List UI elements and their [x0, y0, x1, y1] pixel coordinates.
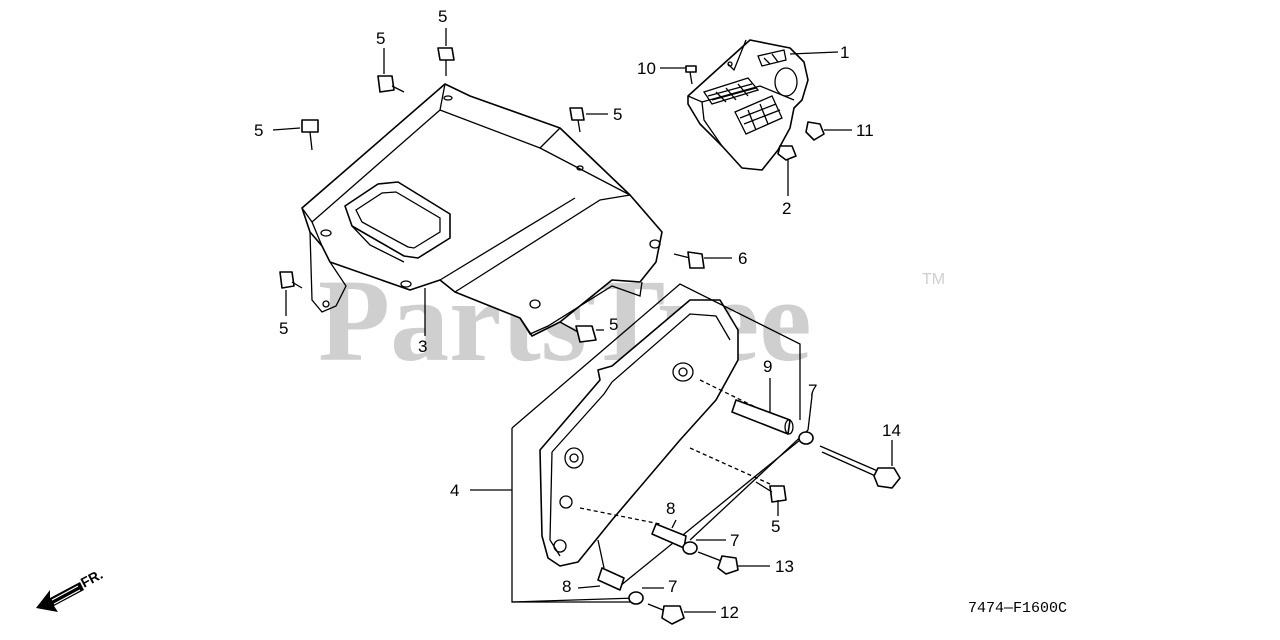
callout-5-left[interactable]: 5	[254, 121, 263, 140]
callout-1[interactable]: 1	[840, 43, 849, 62]
callout-9[interactable]: 9	[763, 357, 772, 376]
callout-12[interactable]: 12	[720, 603, 739, 622]
callout-11[interactable]: 11	[856, 121, 874, 140]
hardware	[279, 47, 901, 625]
reference-lines	[511, 283, 809, 603]
callout-14[interactable]: 14	[882, 421, 901, 440]
callout-8-bottom[interactable]: 8	[562, 577, 571, 596]
diagram-code: 7474—F1600C	[968, 600, 1067, 617]
callout-7-top[interactable]: 7	[808, 381, 817, 400]
callout-10[interactable]: 10	[637, 59, 656, 78]
callout-2[interactable]: 2	[782, 199, 791, 218]
callouts: 5 5 5 5 5 5 5 3 4 1 10 11 2 6 9 7 14 8 7…	[254, 7, 901, 622]
watermark-trademark: TM	[922, 271, 945, 288]
callout-5-right-top[interactable]: 5	[613, 105, 622, 124]
callout-13[interactable]: 13	[775, 557, 794, 576]
callout-7-mid[interactable]: 7	[730, 531, 739, 550]
callout-5-top[interactable]: 5	[438, 7, 447, 26]
callout-7-bottom[interactable]: 7	[668, 577, 677, 596]
callout-5-bottom[interactable]: 5	[771, 517, 780, 536]
callout-3[interactable]: 3	[418, 337, 427, 356]
side-cover-part[interactable]	[539, 299, 739, 567]
callout-5-left-bottom[interactable]: 5	[279, 319, 288, 338]
callout-8-mid[interactable]: 8	[666, 499, 675, 518]
bracket-part[interactable]	[687, 39, 809, 171]
front-direction-indicator: FR.	[36, 566, 105, 612]
leader-lines	[272, 28, 893, 613]
callout-6[interactable]: 6	[738, 249, 747, 268]
callout-5-left-top[interactable]: 5	[376, 29, 385, 48]
callout-5-center[interactable]: 5	[609, 315, 618, 334]
callout-4[interactable]: 4	[450, 481, 459, 500]
